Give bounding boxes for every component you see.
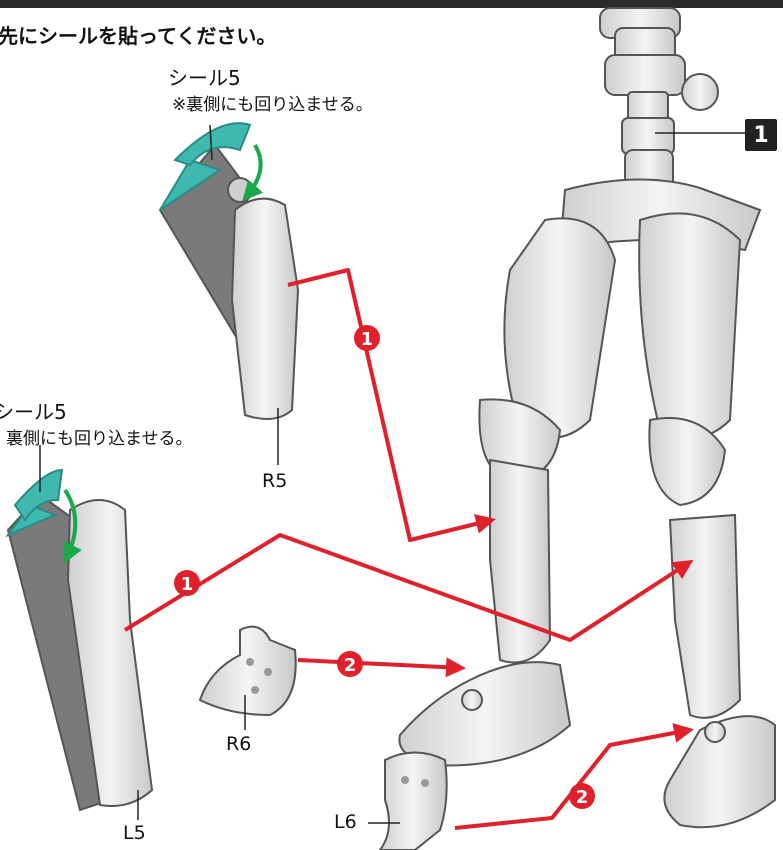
sticker-label-top: シール5 — [168, 68, 241, 88]
svg-text:1: 1 — [361, 329, 374, 350]
svg-text:1: 1 — [181, 574, 194, 595]
sticker-note-left: 裏側にも回り込ませる。 — [6, 431, 193, 448]
step-marker-2b: 2 — [569, 783, 595, 809]
step-marker-1a: 1 — [354, 325, 380, 351]
arrow-r6-to-foot — [298, 660, 462, 668]
step-number-box: 1 — [745, 119, 777, 151]
label-l5: L5 — [123, 824, 146, 843]
main-figure — [399, 8, 775, 827]
sticker-label-left: シール5 — [0, 402, 67, 422]
part-r5 — [160, 123, 298, 419]
part-r6 — [200, 627, 296, 715]
part-l6 — [380, 753, 447, 850]
label-r5: R5 — [262, 472, 287, 491]
label-l6: L6 — [334, 813, 357, 832]
part-l5 — [8, 470, 152, 810]
label-r6: R6 — [226, 735, 251, 754]
sticker-note-top: ※裏側にも回り込ませる。 — [172, 97, 373, 114]
step-marker-2a: 2 — [337, 651, 363, 677]
arrow-l5-to-leg — [125, 535, 690, 640]
svg-text:2: 2 — [344, 655, 357, 676]
arrow-r5-to-leg — [288, 270, 492, 540]
step-marker-1b: 1 — [174, 570, 200, 596]
svg-text:2: 2 — [576, 787, 589, 808]
